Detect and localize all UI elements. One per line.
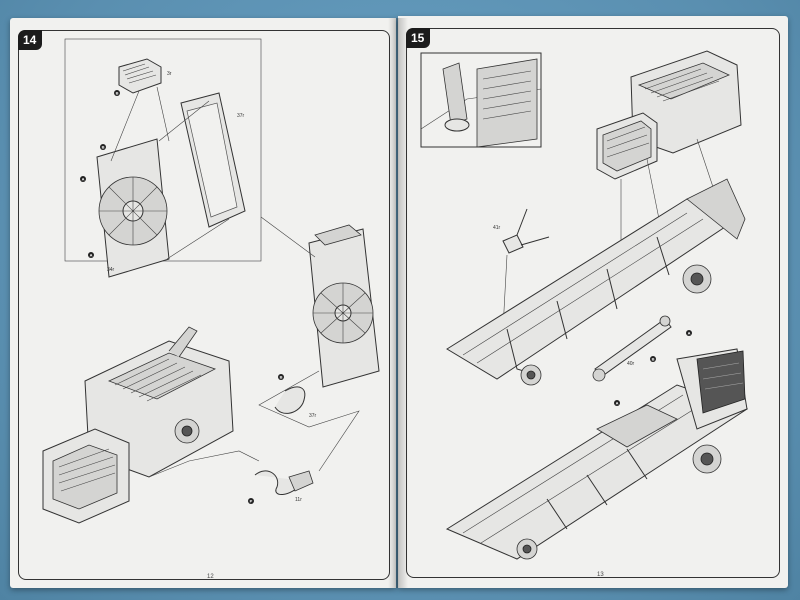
callout-40r: 40r (627, 361, 635, 367)
right-page-number: 13 (597, 572, 604, 578)
engine-gearbox (596, 50, 742, 180)
marker-b-1: B (114, 90, 120, 96)
step-14-badge: 14 (18, 30, 43, 50)
bracket-part (502, 208, 550, 254)
radiator-frame-part (180, 92, 246, 228)
marker-a-top: A (686, 330, 692, 336)
assembled-chassis (445, 348, 749, 560)
step-14-illustration: 3r 37r 34r B B A A (42, 38, 380, 524)
inset-view (420, 52, 542, 148)
svg-text:A: A (688, 331, 691, 336)
right-page: 15 (398, 16, 788, 588)
drive-shaft (592, 315, 672, 382)
left-page: 14 3r 37r 34r (10, 18, 396, 588)
callout-37r-bottom: 37r (309, 413, 317, 419)
engine-block (42, 326, 260, 524)
step-15-badge: 15 (406, 28, 431, 48)
booklet-spine (388, 18, 408, 588)
svg-text:A: A (90, 253, 93, 258)
assembled-radiator (308, 224, 380, 388)
step-15-illustration: 41r 40r A B A (420, 50, 749, 560)
svg-text:A: A (616, 401, 619, 406)
callout-3r: 3r (167, 71, 172, 77)
callout-11r: 11r (295, 497, 302, 503)
lower-hose (254, 470, 314, 495)
marker-a-bottom: A (614, 400, 620, 406)
callout-34r: 34r (107, 267, 115, 273)
svg-text:B: B (280, 375, 283, 380)
callout-41r: 41r (493, 225, 501, 231)
svg-text:B: B (116, 91, 119, 96)
marker-a-2: A (88, 252, 94, 258)
marker-b-2: B (100, 144, 106, 150)
marker-b-3: B (278, 374, 284, 380)
svg-text:B: B (102, 145, 105, 150)
step-14-frame: 14 3r 37r 34r (18, 30, 390, 580)
marker-a-1: A (80, 176, 86, 182)
assembly-guide-lines (110, 86, 230, 260)
connector-lines (258, 216, 360, 472)
callout-37r-top: 37r (237, 113, 245, 119)
fan-shroud-part (96, 138, 170, 278)
svg-text:A: A (82, 177, 85, 182)
chassis-frame-top (446, 178, 746, 386)
svg-text:P: P (250, 499, 253, 504)
marker-b: B (650, 356, 656, 362)
marker-p: P (248, 498, 254, 504)
left-page-number: 12 (207, 574, 214, 580)
upper-hose (274, 386, 306, 414)
grille-part (118, 58, 162, 94)
svg-text:B: B (652, 357, 655, 362)
step-15-frame: 15 (406, 28, 780, 578)
